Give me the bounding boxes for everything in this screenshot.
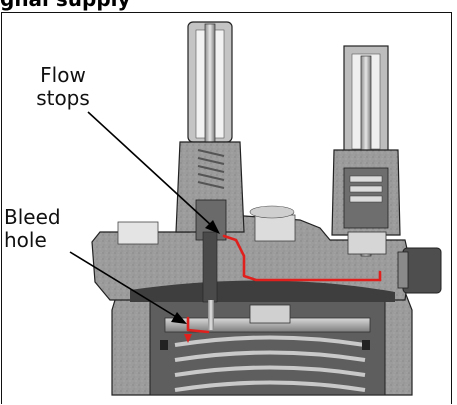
pilot-column-right <box>331 45 442 294</box>
figure-frame <box>1 12 452 404</box>
valve-upper-housing <box>91 205 411 302</box>
pilot-column-left <box>175 21 245 330</box>
bleed-hole-arrowhead <box>184 334 192 343</box>
flow-stops-line2: stops <box>36 86 90 110</box>
flow-path <box>186 234 382 334</box>
flow-stops-label: Flow stops <box>30 64 96 110</box>
bleed-hole-label: Bleed hole <box>4 206 70 252</box>
bleed-hole-line2: hole <box>4 228 47 252</box>
bleed-hole-line1: Bleed <box>4 205 61 229</box>
flow-stops-arrow <box>87 111 220 234</box>
page-heading: gnal supply <box>0 0 131 11</box>
flow-stops-line1: Flow <box>40 63 86 87</box>
bleed-hole-arrow <box>69 251 187 324</box>
